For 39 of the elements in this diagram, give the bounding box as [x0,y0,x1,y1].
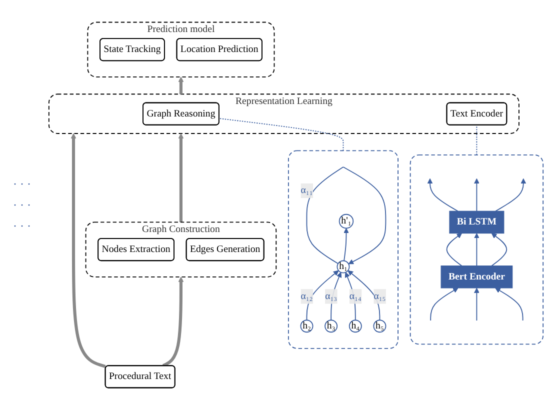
arrow [491,233,508,266]
connector-line [218,118,344,152]
edge-label: α₁₁ [300,185,313,196]
arrow [495,288,524,321]
arrow [344,272,356,321]
node-circle: h'₁ [338,214,354,229]
node-circle: h₃ [324,320,338,333]
node-box: Bert Encoder [440,266,513,288]
arrow [474,233,480,266]
arrow [344,228,349,262]
arrow [348,270,380,321]
arrow [474,178,480,212]
edge-label: α₁₄ [349,290,362,302]
edge-label: α₁₃ [325,290,338,302]
node-circle: h₄ [348,320,362,333]
arrow [474,288,480,321]
arrow [70,133,106,368]
cluster [410,154,544,345]
arrow [330,272,342,321]
ellipsis-label: · · · [13,176,31,192]
edge-label: α₁₂ [300,290,313,302]
arrow [430,288,458,321]
arrow [162,276,184,368]
arrow [306,166,386,264]
arrow [427,178,458,212]
edge-label: α₁₅ [374,290,386,302]
connector-line [476,124,478,156]
arrow [306,270,339,321]
node-circle: h₂ [300,320,314,333]
node-circle: h₅ [373,320,386,333]
cluster [288,150,398,349]
arrow [178,133,184,222]
arrow [178,76,184,94]
node-circle: h₁ [336,260,350,274]
ellipsis-label: · · · [13,198,31,212]
arrow [446,233,462,266]
arrow [495,178,526,212]
node-box: Bi LSTM [449,210,504,234]
ellipsis-label: · · · [13,218,31,234]
